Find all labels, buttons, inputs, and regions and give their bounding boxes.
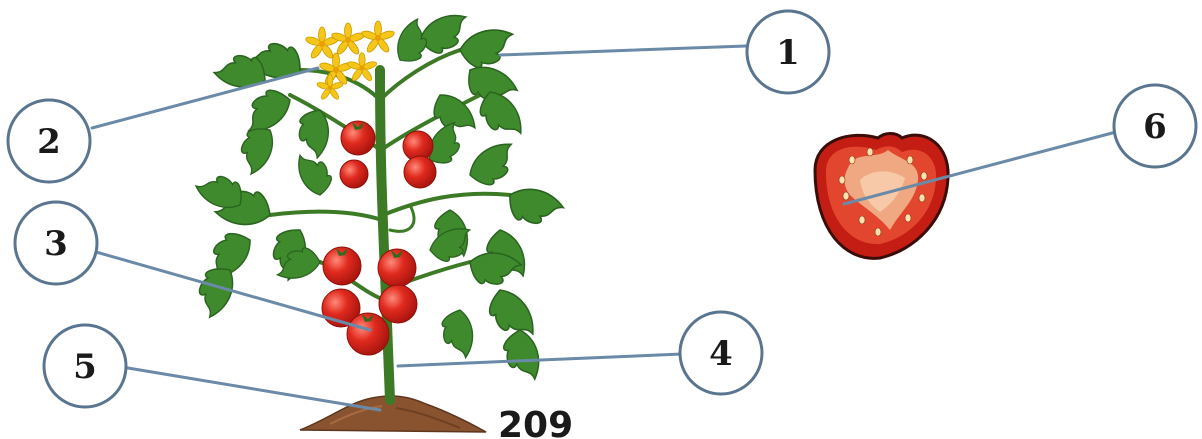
callout-4: 4: [680, 312, 762, 394]
callout-line-5: [128, 368, 380, 410]
callout-1-number: 1: [776, 33, 800, 73]
callout-line-4: [398, 354, 682, 366]
callout-5: 5: [44, 325, 126, 407]
page-number: 209: [498, 405, 573, 439]
callout-4-number: 4: [709, 334, 733, 374]
tomato-cross-section: [815, 134, 948, 259]
callout-lines: [92, 46, 1116, 410]
callout-3: 3: [15, 202, 97, 284]
callout-5-number: 5: [73, 347, 97, 387]
callout-3-number: 3: [44, 224, 68, 264]
callout-6: 6: [1114, 85, 1196, 167]
callout-2: 2: [8, 100, 90, 182]
plant-stem: [270, 50, 510, 400]
callout-6-number: 6: [1143, 107, 1167, 147]
callout-1: 1: [747, 11, 829, 93]
callout-line-1: [500, 46, 746, 55]
callout-2-number: 2: [37, 122, 61, 162]
